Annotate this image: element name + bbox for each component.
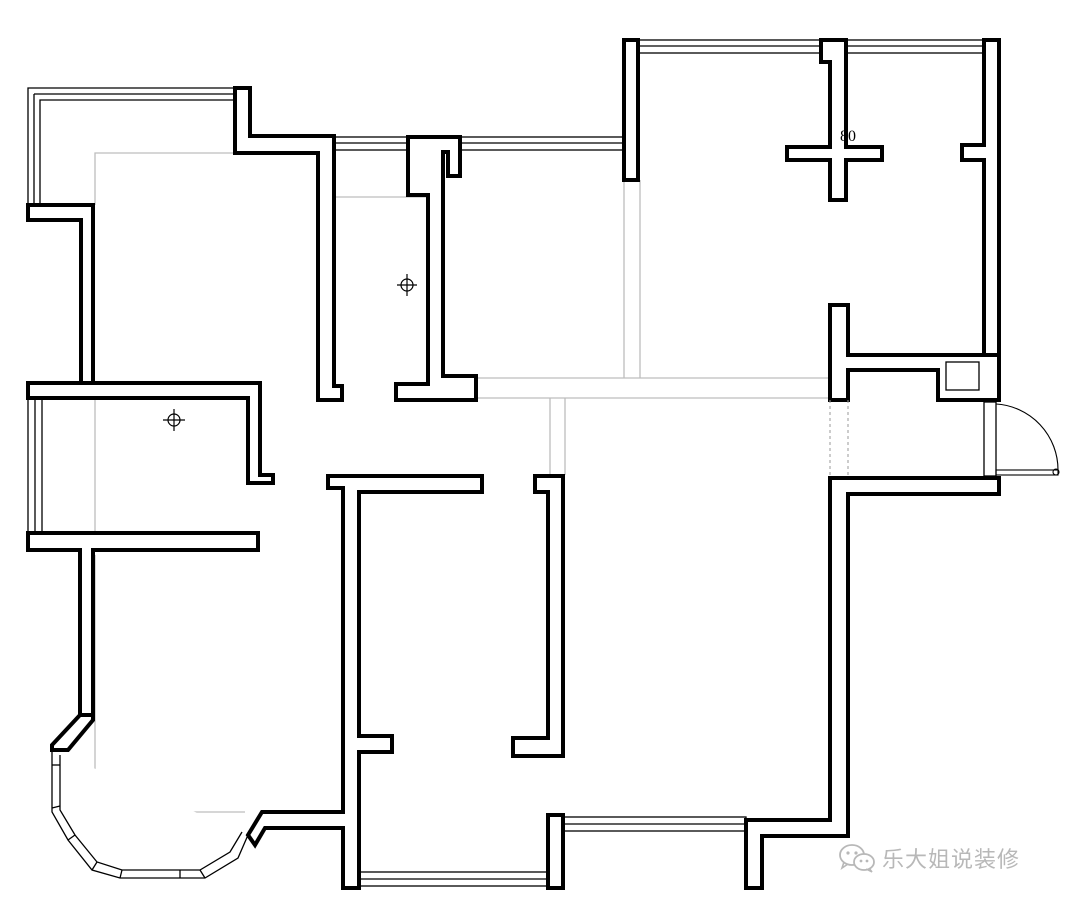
wall-right-partition xyxy=(785,38,884,202)
wall-bay-angle xyxy=(50,713,95,752)
wall-left-top xyxy=(26,203,95,385)
dimension-label: 80 xyxy=(840,128,856,145)
wall-center-column xyxy=(511,474,565,758)
wall-bottom-left xyxy=(245,474,484,890)
wall-left-mid-bottom xyxy=(26,531,260,717)
ceiling-fixture-marker xyxy=(163,409,185,431)
window-top-left xyxy=(27,87,236,206)
entrance-door xyxy=(829,400,1060,478)
wall-corridor-right xyxy=(394,135,478,402)
ceiling-fixture-marker xyxy=(397,274,417,296)
watermark: 乐大姐说装修 xyxy=(838,842,1020,874)
wall-top-middle xyxy=(622,38,640,182)
wall-top-left xyxy=(233,86,344,402)
walls xyxy=(26,38,1001,890)
wall-right-lower xyxy=(744,476,1001,890)
watermark-text: 乐大姐说装修 xyxy=(882,848,1021,873)
wechat-icon xyxy=(839,844,875,873)
wall-bottom-middle xyxy=(546,813,565,890)
wall-right-outer xyxy=(960,38,1001,402)
wall-left-mid-top xyxy=(26,381,275,485)
